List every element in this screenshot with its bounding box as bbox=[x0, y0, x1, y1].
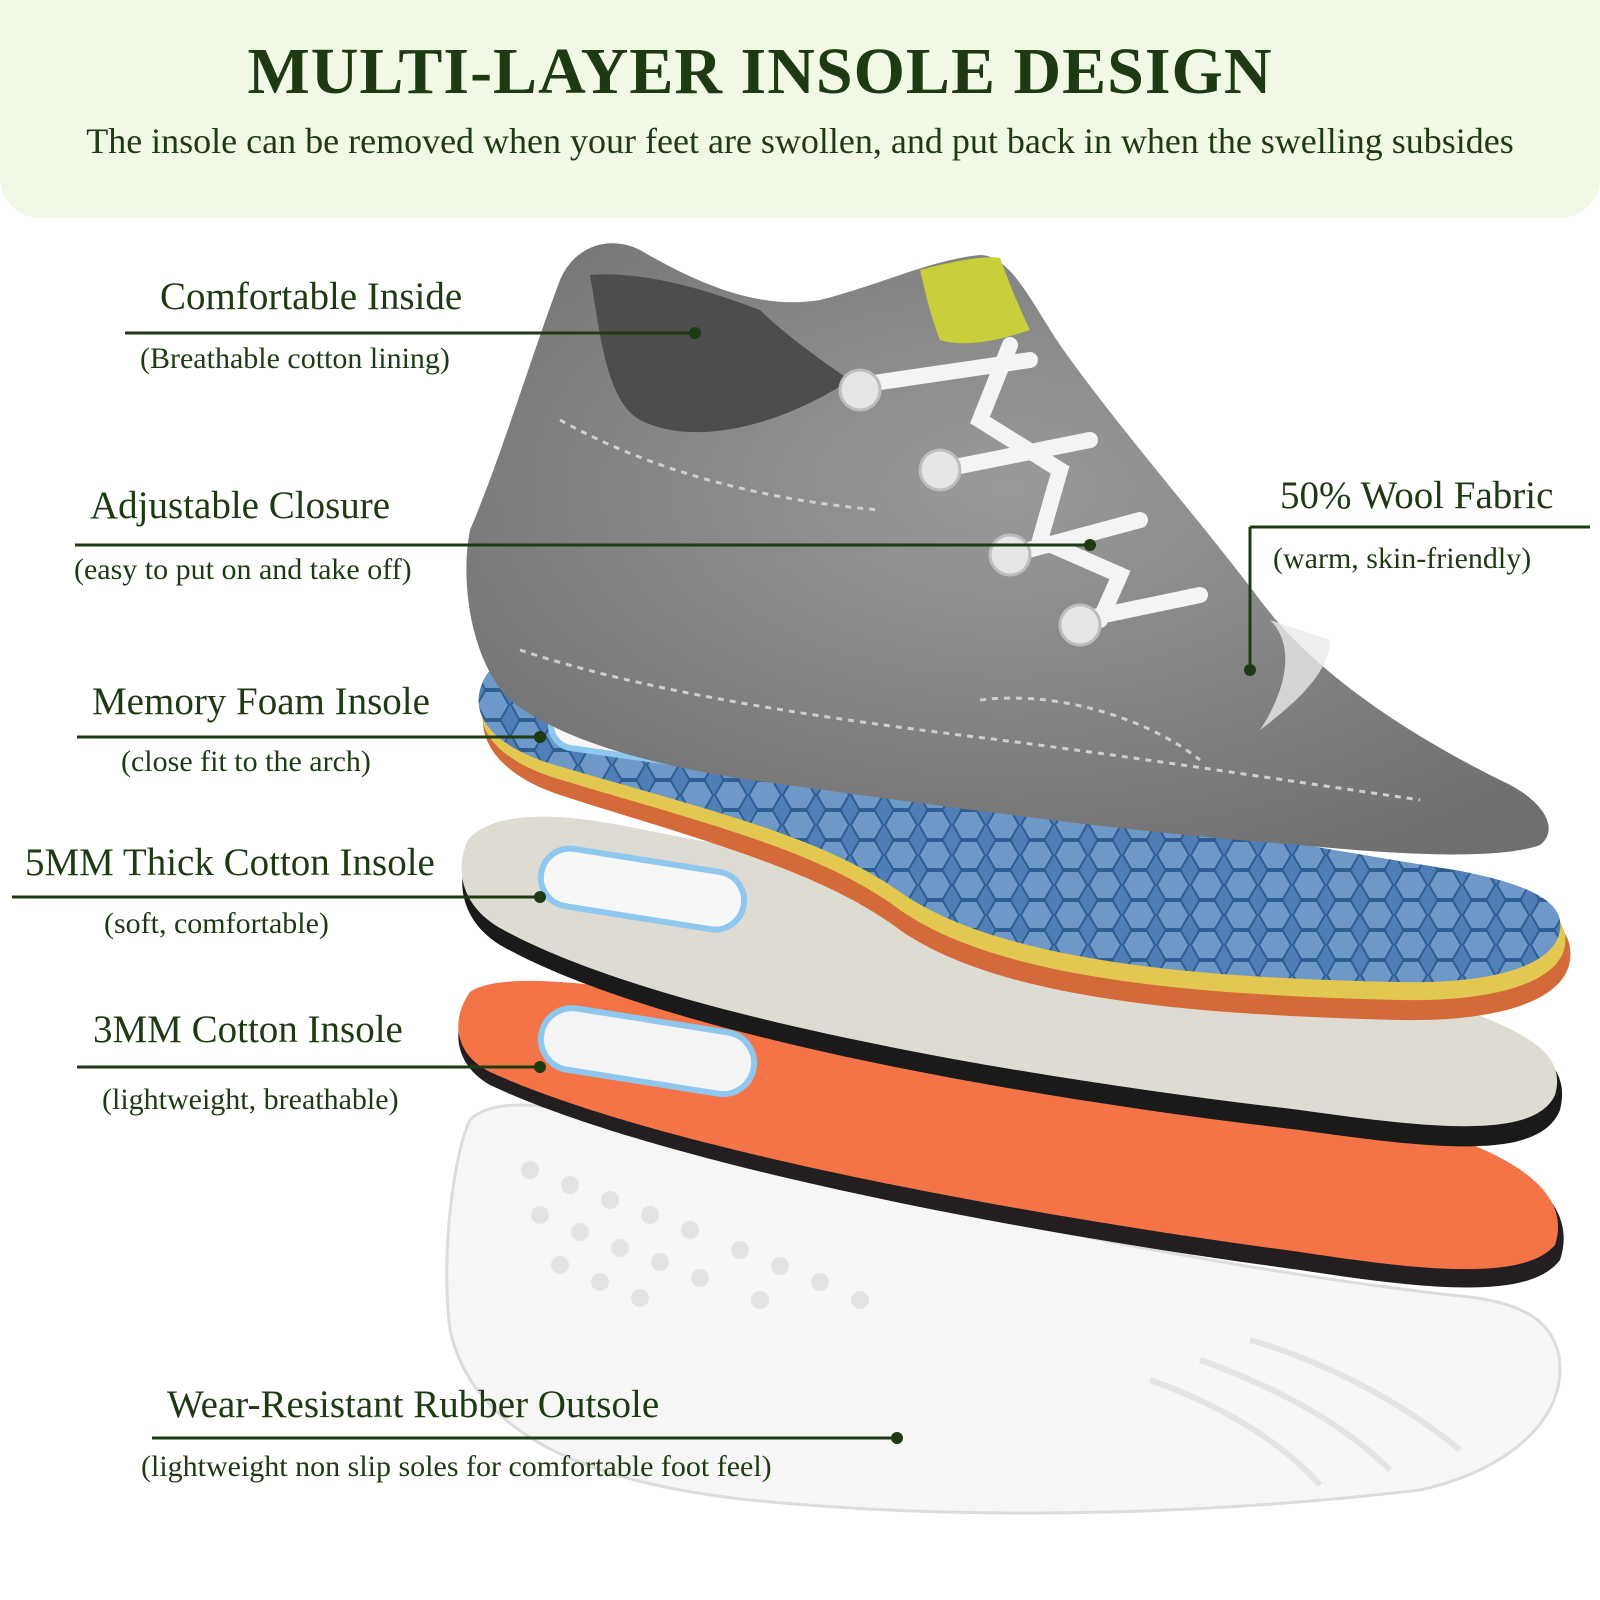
callout-outsole-detail: (lightweight non slip soles for comforta… bbox=[141, 1450, 772, 1483]
page-title: MULTI-LAYER INSOLE DESIGN bbox=[247, 35, 1273, 108]
callout-wool-fabric-label: 50% Wool Fabric bbox=[1280, 474, 1554, 517]
callout-outsole-label: Wear-Resistant Rubber Outsole bbox=[167, 1383, 660, 1426]
callout-adjustable-closure-detail: (easy to put on and take off) bbox=[74, 553, 412, 586]
thin-cotton-insole bbox=[458, 980, 1564, 1288]
callout-comfortable-inside-label: Comfortable Inside bbox=[160, 275, 463, 318]
page-subtitle: The insole can be removed when your feet… bbox=[86, 121, 1514, 161]
callout-memory-foam-detail: (close fit to the arch) bbox=[121, 745, 371, 778]
callout-thick-cotton-detail: (soft, comfortable) bbox=[104, 907, 329, 940]
callout-adjustable-closure-label: Adjustable Closure bbox=[90, 484, 391, 527]
callout-wool-fabric-detail: (warm, skin-friendly) bbox=[1273, 542, 1532, 575]
wool-sneaker bbox=[466, 243, 1549, 855]
callout-memory-foam-label: Memory Foam Insole bbox=[92, 680, 430, 723]
callout-leader-lines bbox=[12, 327, 1590, 1444]
callout-thin-cotton-label: 3MM Cotton Insole bbox=[93, 1008, 403, 1051]
callout-thick-cotton-label: 5MM Thick Cotton Insole bbox=[25, 841, 435, 884]
callout-thin-cotton-detail: (lightweight, breathable) bbox=[102, 1083, 399, 1116]
header-banner bbox=[0, 0, 1600, 218]
callout-comfortable-inside-detail: (Breathable cotton lining) bbox=[140, 342, 450, 375]
shoe-laces bbox=[852, 337, 1208, 628]
